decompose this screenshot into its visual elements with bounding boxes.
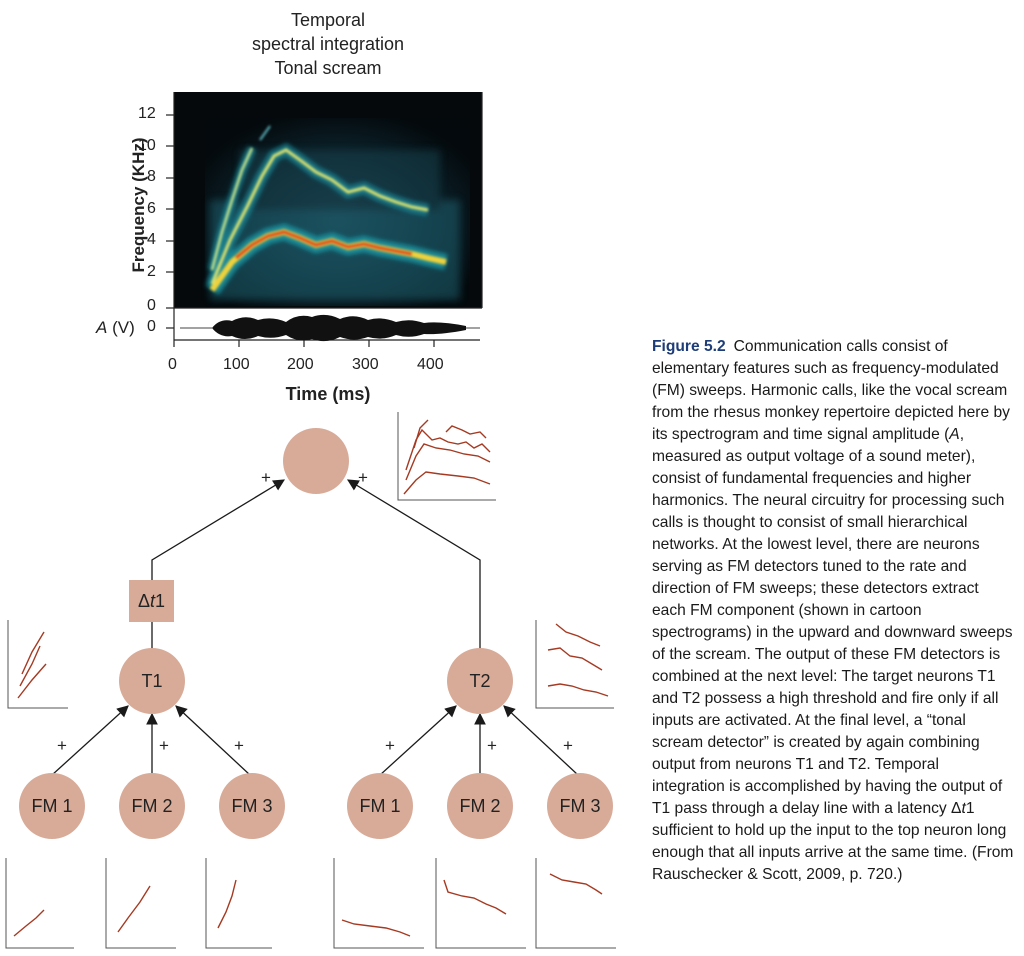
caption-text-1: Communication calls consist of elementar… — [652, 338, 1010, 443]
caption-text-2: , measured as output voltage of a sound … — [652, 426, 1013, 817]
caption-amplitude-variable: A — [949, 426, 960, 443]
amplitude-unit: (V) — [107, 318, 135, 337]
spectrogram-title: Temporal spectral integration Tonal scre… — [228, 8, 428, 80]
fm2-right-node: FM 2 — [447, 773, 513, 839]
plus-sign-fm2-right: + — [487, 736, 497, 755]
t1-node: T1 — [119, 648, 185, 714]
title-line-1: Temporal — [290, 10, 366, 30]
time-axis-label: Time (ms) — [285, 384, 371, 404]
t2-node: T2 — [447, 648, 513, 714]
title-line-3: Tonal scream — [274, 58, 382, 78]
title-line-2: spectral integration — [251, 34, 405, 54]
plus-sign-top-left: + — [261, 468, 271, 487]
fm2-left-node: FM 2 — [119, 773, 185, 839]
plus-sign-fm3-left: + — [234, 736, 244, 755]
cartoon-frames — [5, 412, 616, 949]
caption-text-3: 1 sufficient to hold up the input to the… — [652, 800, 1014, 883]
plus-sign-fm2-left: + — [159, 736, 169, 755]
amplitude-zero: 0 — [147, 318, 156, 335]
ytick-0: 0 — [147, 297, 156, 314]
xtick-0: 0 — [168, 356, 177, 373]
fm3-left-node: FM 3 — [219, 773, 285, 839]
spectrogram-image — [174, 92, 482, 308]
delay-delta: Δ — [137, 590, 150, 611]
delay-index: 1 — [155, 590, 166, 611]
fm1-right-node: FM 1 — [347, 773, 413, 839]
caption-latency-variable: t — [961, 800, 966, 817]
xtick-100: 100 — [223, 356, 250, 373]
network-connections — [51, 479, 579, 776]
amplitude-variable: A — [96, 318, 108, 337]
ytick-6: 6 — [147, 200, 156, 217]
fm1-left-node: FM 1 — [19, 773, 85, 839]
xtick-200: 200 — [287, 356, 314, 373]
xtick-300: 300 — [352, 356, 379, 373]
plus-sign-fm1-left: + — [57, 736, 67, 755]
ytick-8: 8 — [147, 168, 156, 185]
amplitude-waveform — [180, 314, 480, 342]
plus-sign-top-right: + — [358, 468, 368, 487]
cartoon-traces — [13, 419, 609, 937]
delay-variable: t — [150, 590, 156, 611]
ytick-2: 2 — [147, 263, 156, 280]
plus-sign-fm3-right: + — [563, 736, 573, 755]
ytick-12: 12 — [138, 105, 156, 122]
tonal-scream-detector-node — [283, 428, 349, 494]
ytick-10: 10 — [138, 137, 156, 154]
xtick-400: 400 — [417, 356, 444, 373]
amplitude-label: A (V) — [96, 318, 135, 338]
ytick-4: 4 — [147, 231, 156, 248]
figure-number: Figure 5.2 — [652, 338, 726, 355]
fm3-right-node: FM 3 — [547, 773, 613, 839]
plus-sign-fm1-right: + — [385, 736, 395, 755]
